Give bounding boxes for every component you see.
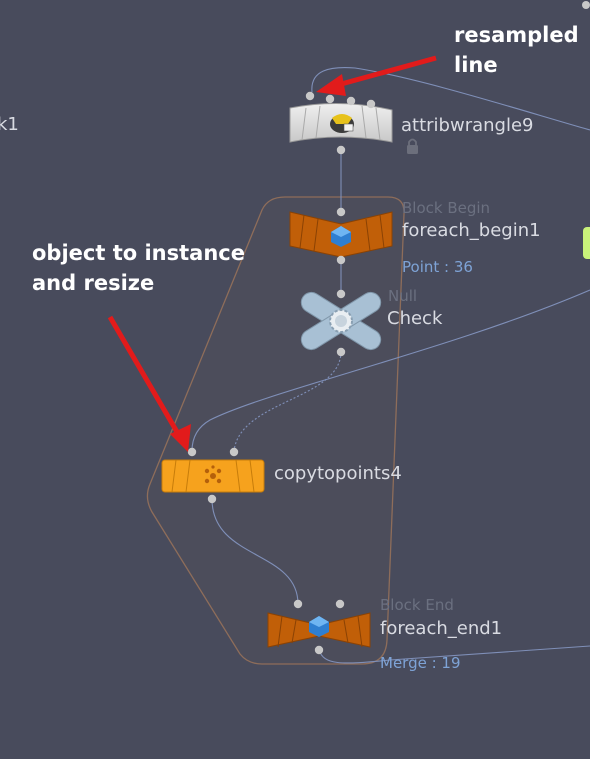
output-port[interactable] [336,145,346,155]
block-cube-icon [331,226,351,247]
output-port[interactable] [336,347,346,357]
input-port[interactable] [336,207,346,217]
foreach-begin-stripes [299,214,385,252]
output-port[interactable] [336,255,346,265]
input-port[interactable] [187,447,197,457]
foreach-end-name[interactable]: foreach_end1 [380,618,503,639]
annotation-resampled-line: resampled line [454,23,579,77]
wrangle-icon [330,114,354,133]
arrowhead-object [170,424,191,452]
edge-label-cut: k1 [0,114,19,135]
output-port[interactable] [314,645,324,655]
output-port[interactable] [207,494,217,504]
attribwrangle-name[interactable]: attribwrangle9 [401,115,534,136]
wires [191,67,590,664]
node-attribwrangle9[interactable] [289,91,418,155]
copytopoints-stripes [171,459,255,493]
annotation-arrows [107,55,437,452]
node-foreach-begin1[interactable] [289,207,393,265]
input-port[interactable] [325,94,335,104]
input-port[interactable] [305,91,315,101]
lock-icon[interactable] [407,138,418,155]
annotation-object-to-instance: object to instance and resize [32,241,245,295]
null-name[interactable]: Check [387,308,443,329]
arrow-resampled [333,55,437,89]
wire-long-to-copy [191,289,590,452]
node-foreach-end1[interactable] [267,599,371,655]
input-port[interactable] [336,289,346,299]
copytopoints-name[interactable]: copytopoints4 [274,463,402,484]
input-port[interactable] [346,96,356,106]
input-port[interactable] [293,599,303,609]
foreach-begin-info: Point : 36 [402,258,473,276]
arrowhead-resampled [316,74,346,96]
wrangle-node-stripes [301,105,381,141]
block-cube-icon [309,616,329,637]
foreach-begin-type: Block Begin [402,199,491,217]
foreach-end-type: Block End [380,596,454,614]
input-port[interactable] [229,447,239,457]
node-null-check[interactable] [298,289,385,357]
copy-points-icon [204,465,222,484]
input-port[interactable] [335,599,345,609]
node-copytopoints4[interactable] [161,447,265,504]
offscreen-node-green[interactable] [583,227,590,259]
gear-icon [329,309,353,333]
offscreen-port[interactable] [582,1,590,9]
foreach-begin-name[interactable]: foreach_begin1 [402,220,541,241]
wire-end-out [318,645,590,664]
wire-null-to-copy [233,351,342,452]
wire-copy-to-end [211,498,299,605]
null-type: Null [388,287,418,305]
wire-resampled-line [311,67,590,131]
foreach-end-stripes [277,615,363,648]
foreach-end-info: Merge : 19 [380,654,461,672]
arrow-object [107,315,183,439]
input-port[interactable] [366,99,376,109]
